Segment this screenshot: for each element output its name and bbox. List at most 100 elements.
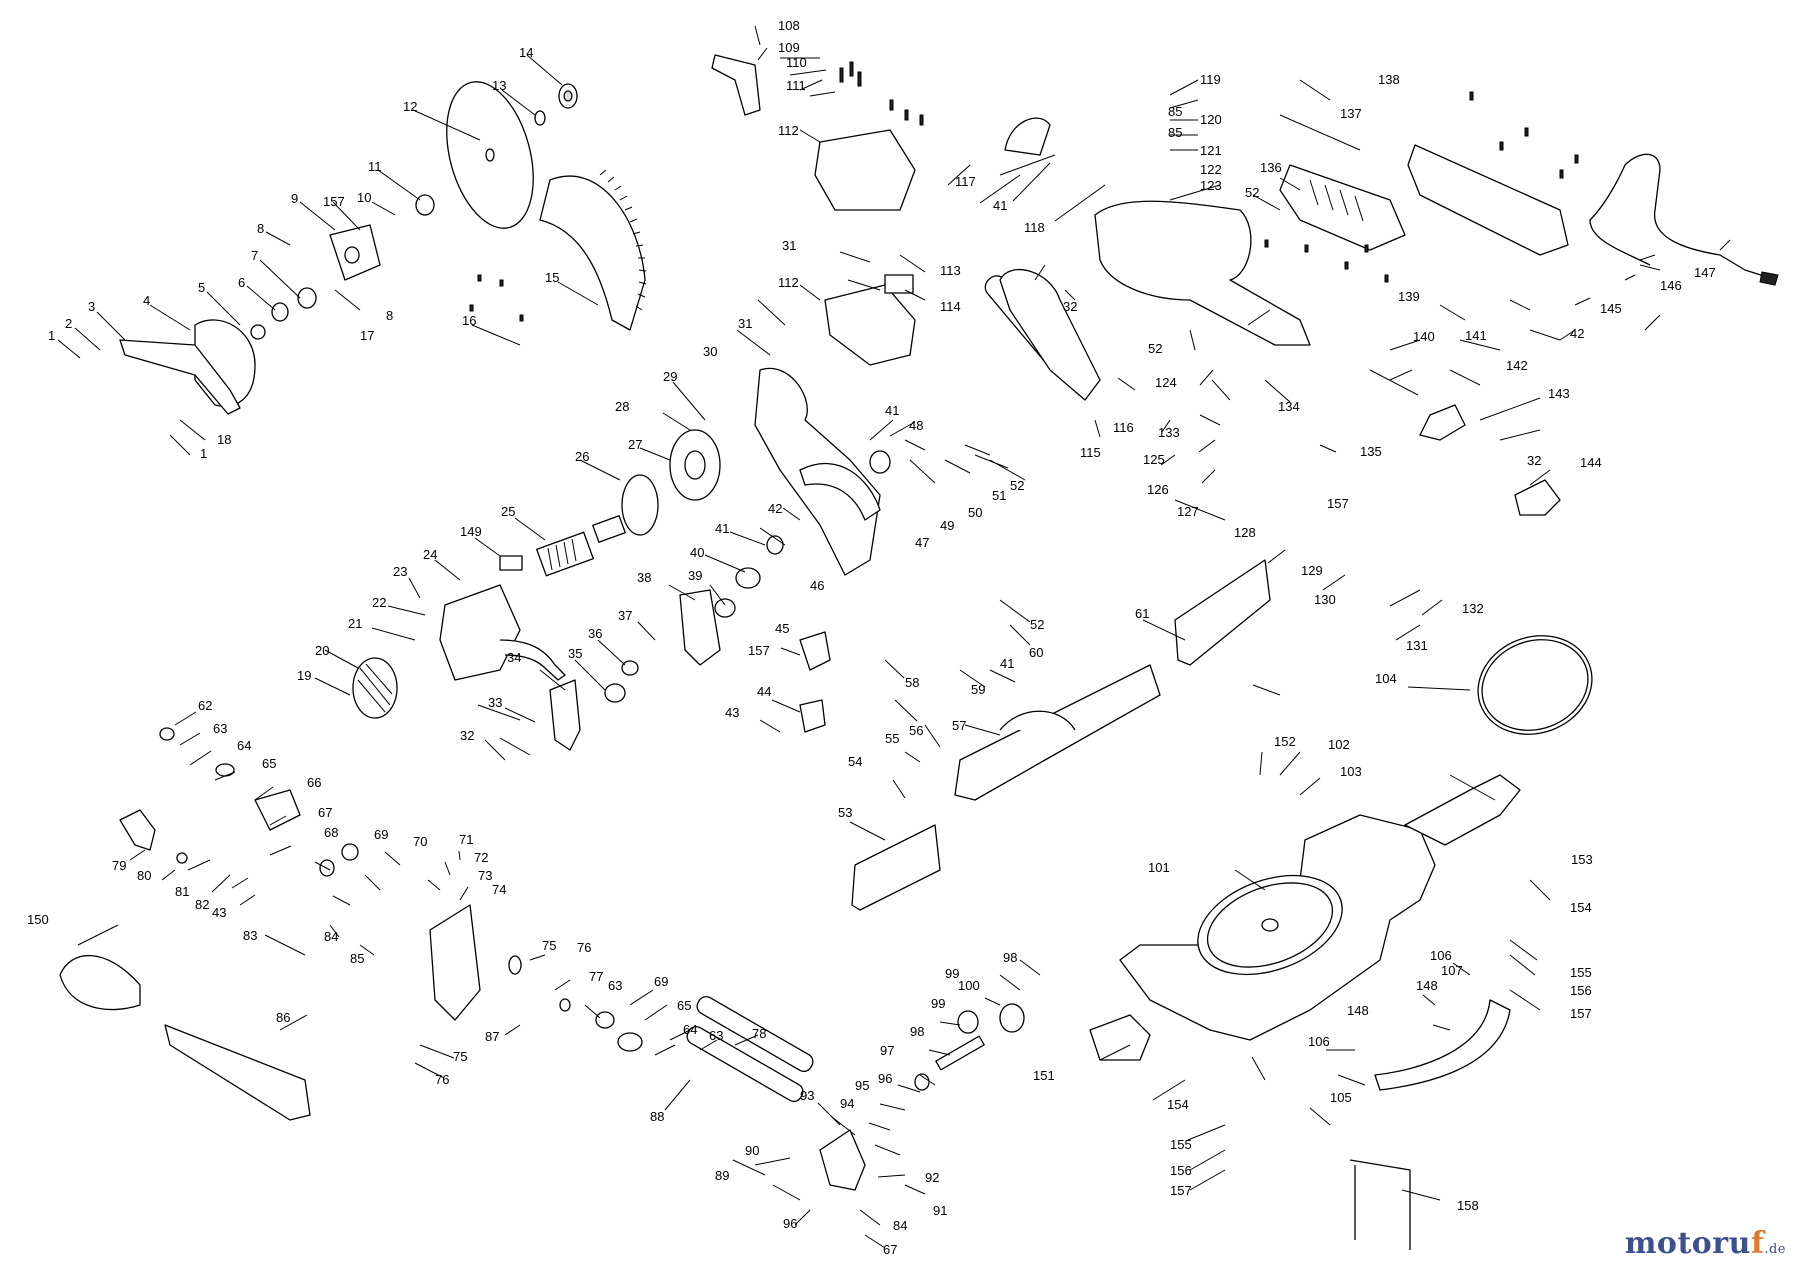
clamp-part <box>1514 479 1561 516</box>
part-label: 8 <box>386 308 393 323</box>
part-label: 80 <box>137 868 151 883</box>
spring-part <box>869 450 891 474</box>
part-label: 112 <box>778 275 799 290</box>
part-label: 1 <box>200 446 207 461</box>
guard-arm-part <box>119 339 241 415</box>
part-label: 158 <box>1457 1198 1479 1213</box>
part-label: 14 <box>519 45 533 60</box>
part-label: 41 <box>715 521 729 536</box>
part-label: 156 <box>1170 1163 1192 1178</box>
locking-cam-part <box>254 789 301 831</box>
slide-rod-part <box>164 1024 311 1121</box>
part-label: 13 <box>492 78 506 93</box>
part-label: 23 <box>393 564 407 579</box>
part-label: 76 <box>577 940 591 955</box>
part-label: 60 <box>1029 645 1043 660</box>
part-label: 50 <box>968 505 982 520</box>
motor-housing-part <box>439 584 566 681</box>
part-label: 7 <box>251 248 258 263</box>
part-label: 103 <box>1340 764 1362 779</box>
part-label: 5 <box>198 280 205 295</box>
part-label: 157 <box>1327 496 1349 511</box>
belt-part <box>1477 635 1593 735</box>
part-label: 99 <box>945 966 959 981</box>
part-label: 17 <box>360 328 374 343</box>
part-label: 32 <box>1063 299 1077 314</box>
part-label: 3 <box>88 299 95 314</box>
part-label: 122 <box>1200 162 1222 177</box>
part-label: 115 <box>1080 445 1101 460</box>
part-label: 141 <box>1465 328 1487 343</box>
part-label: 40 <box>690 545 704 560</box>
part-label: 84 <box>324 929 338 944</box>
knob-part <box>119 809 156 851</box>
cover-plate-part <box>679 589 721 666</box>
part-label: 8 <box>257 221 264 236</box>
part-label: 118 <box>1024 220 1045 235</box>
part-label: 91 <box>933 1203 947 1218</box>
part-label: 105 <box>1330 1090 1352 1105</box>
part-label: 61 <box>1135 606 1149 621</box>
part-label: 22 <box>372 595 386 610</box>
part-label: 64 <box>237 738 251 753</box>
part-label: 75 <box>453 1049 467 1064</box>
part-label: 41 <box>1000 656 1014 671</box>
part-label: 87 <box>485 1029 499 1044</box>
part-label: 73 <box>478 868 492 883</box>
part-label: 39 <box>688 568 702 583</box>
part-label: 24 <box>423 547 437 562</box>
part-label: 157 <box>748 643 770 658</box>
part-label: 46 <box>810 578 824 593</box>
part-label: 1 <box>48 328 55 343</box>
part-label: 97 <box>880 1043 894 1058</box>
part-label: 104 <box>1375 671 1397 686</box>
part-label: 114 <box>940 299 961 314</box>
part-label: 112 <box>778 123 799 138</box>
part-label: 101 <box>1148 860 1170 875</box>
part-number-labels: 1 1 2 3 4 5 6 7 8 8 9 10 11 12 13 14 15 … <box>27 18 1716 1257</box>
watermark-tld: .de <box>1764 1242 1786 1257</box>
part-label: 154 <box>1570 900 1592 915</box>
watermark-main: motoru <box>1624 1226 1751 1261</box>
part-label: 98 <box>910 1024 924 1039</box>
part-label: 63 <box>709 1028 723 1043</box>
part-label: 126 <box>1147 482 1169 497</box>
part-label: 52 <box>1148 341 1162 356</box>
part-label: 132 <box>1462 601 1484 616</box>
part-label: 49 <box>940 518 954 533</box>
part-label: 82 <box>195 897 209 912</box>
part-label: 116 <box>1113 420 1134 435</box>
part-label: 85 <box>1168 104 1182 119</box>
part-label: 64 <box>683 1022 697 1037</box>
part-label: 29 <box>663 369 677 384</box>
part-label: 154 <box>1167 1097 1189 1112</box>
blade-guard-part <box>539 175 646 331</box>
part-label: 48 <box>909 418 923 433</box>
part-label: 32 <box>460 728 474 743</box>
bevel-knob-part <box>1004 117 1051 156</box>
part-label: 83 <box>243 928 257 943</box>
saw-blade-part <box>446 81 534 229</box>
part-label: 121 <box>1200 143 1222 158</box>
part-label: 106 <box>1308 1034 1330 1049</box>
part-label: 56 <box>909 723 923 738</box>
part-label: 156 <box>1570 983 1592 998</box>
part-label: 67 <box>883 1242 897 1257</box>
part-label: 57 <box>952 718 966 733</box>
mount-bracket-part <box>549 679 581 751</box>
part-label: 123 <box>1200 178 1222 193</box>
part-shapes <box>59 54 1779 1250</box>
part-label: 157 <box>1570 1006 1592 1021</box>
gear-case-part <box>429 904 481 1021</box>
part-label: 45 <box>775 621 789 636</box>
part-label: 139 <box>1398 289 1420 304</box>
part-label: 15 <box>545 270 559 285</box>
part-label: 120 <box>1200 112 1222 127</box>
rear-rail-part <box>1407 144 1569 256</box>
label-plate-part <box>499 555 523 571</box>
site-watermark: motoruf.de <box>1625 1226 1786 1261</box>
brush-ring-part <box>621 474 659 536</box>
right-fence-part <box>1174 559 1271 666</box>
